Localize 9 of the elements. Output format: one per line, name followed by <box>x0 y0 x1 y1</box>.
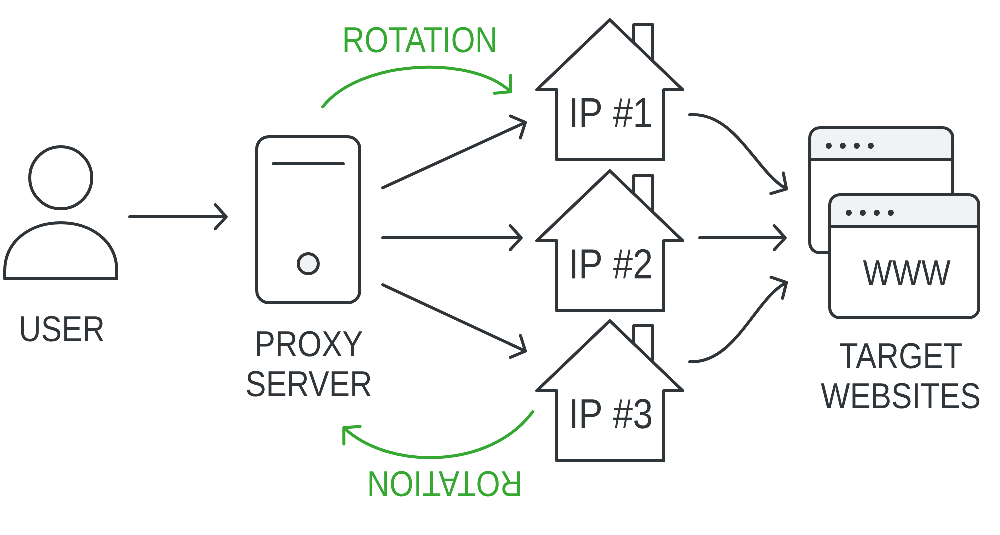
browser-windows: WWW <box>808 126 981 320</box>
node-label: PROXY SERVER <box>247 331 371 397</box>
edge-label: ROTATION <box>340 25 500 55</box>
node-label: USER <box>21 316 104 342</box>
house: IP #1 <box>536 18 684 162</box>
house: IP #2 <box>536 170 684 312</box>
house: IP #3 <box>536 320 684 462</box>
edge-label: ROTATION <box>365 469 525 499</box>
node-label: TARGET WEBSITES <box>821 343 980 409</box>
